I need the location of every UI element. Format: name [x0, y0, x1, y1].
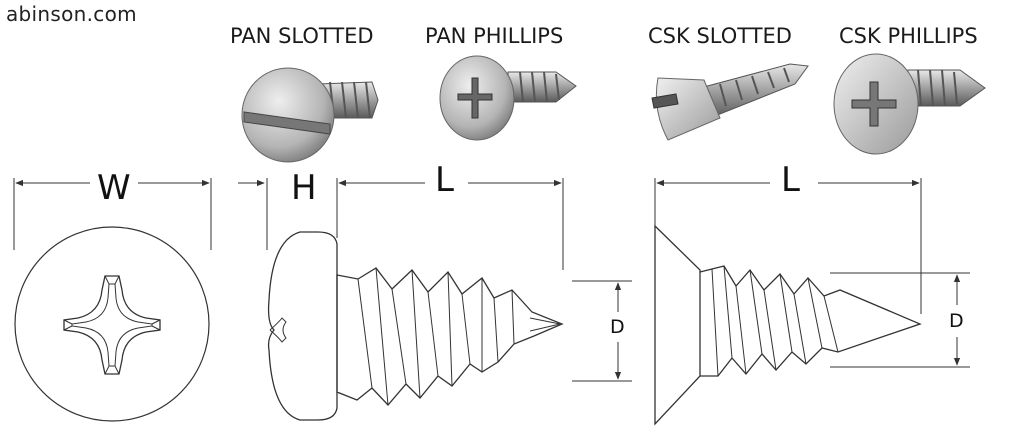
- label-csk-slotted: CSK SLOTTED: [648, 24, 792, 48]
- site-watermark: abinson.com: [6, 2, 137, 26]
- label-pan-slotted: PAN SLOTTED: [230, 24, 374, 48]
- dimension-h-label: H: [291, 168, 317, 208]
- dimension-d-pan-label: D: [610, 316, 625, 338]
- dimension-d-csk-label: D: [949, 310, 964, 332]
- dimension-w-label: W: [97, 168, 131, 208]
- dimension-l-pan-label: L: [435, 160, 454, 200]
- csk-phillips-screw-icon: [833, 53, 986, 155]
- pan-slotted-screw-icon: [241, 67, 379, 163]
- dimension-l-csk-label: L: [781, 160, 800, 200]
- label-pan-phillips: PAN PHILLIPS: [425, 24, 564, 48]
- csk-slotted-screw-icon: [651, 63, 809, 141]
- pan-phillips-screw-icon: [439, 55, 577, 141]
- technical-drawing: [13, 178, 970, 426]
- label-csk-phillips: CSK PHILLIPS: [839, 24, 978, 48]
